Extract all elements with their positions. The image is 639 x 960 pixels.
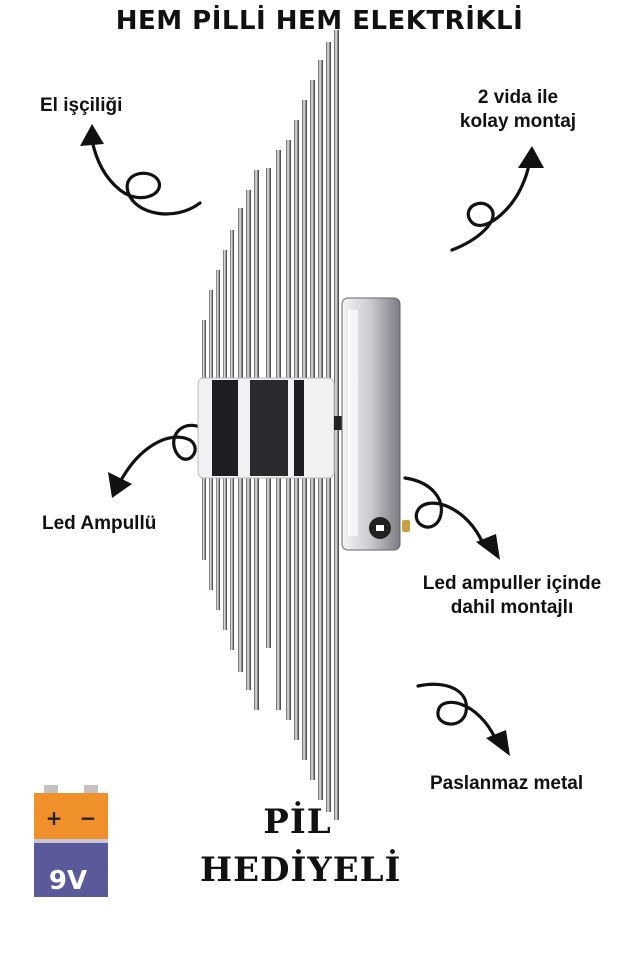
wall-plate <box>341 297 410 551</box>
arrow-handmade <box>90 138 202 216</box>
gift-line2: HEDİYELİ <box>200 850 402 890</box>
arrow-led-included <box>403 476 486 548</box>
callout-led-included-line1: Led ampuller içinde <box>422 573 602 594</box>
battery-9v-icon: + − 9V <box>34 785 108 897</box>
callout-handmade: El işçiliği <box>40 95 123 116</box>
callout-stainless-metal: Paslanmaz metal <box>430 773 584 794</box>
arrow-led-bulb <box>116 423 202 488</box>
arrowhead-mounting <box>518 146 544 168</box>
arrowhead-stainless <box>486 730 510 756</box>
arrowhead-led-bulb <box>108 472 132 498</box>
callout-led-bulb: Led Ampullü <box>42 513 157 534</box>
arrowhead-led-included <box>476 534 500 560</box>
arrow-mounting <box>450 158 532 252</box>
battery-minus: − <box>80 806 97 830</box>
arrow-stainless <box>416 682 498 742</box>
charge-port-icon <box>402 520 410 532</box>
page-title: HEM PİLLİ HEM ELEKTRİKLİ <box>115 6 524 36</box>
arrowhead-handmade <box>80 124 104 146</box>
callout-led-included: Led ampuller içinde dahil montajlı <box>398 572 626 620</box>
led-ring <box>197 377 335 479</box>
callout-mounting-line2: kolay montaj <box>459 111 577 132</box>
callout-easy-mounting: 2 vida ile kolay montaj <box>433 86 603 134</box>
battery-plus: + <box>46 806 63 830</box>
callout-mounting-line1: 2 vida ile <box>477 87 559 108</box>
callout-led-included-line2: dahil montajlı <box>450 597 574 618</box>
battery-label: 9V <box>49 866 87 896</box>
battery-gift-heading: PİL HEDİYELİ <box>200 798 402 894</box>
gift-line1: PİL <box>263 802 332 842</box>
wall-lamp-illustration <box>197 30 410 820</box>
